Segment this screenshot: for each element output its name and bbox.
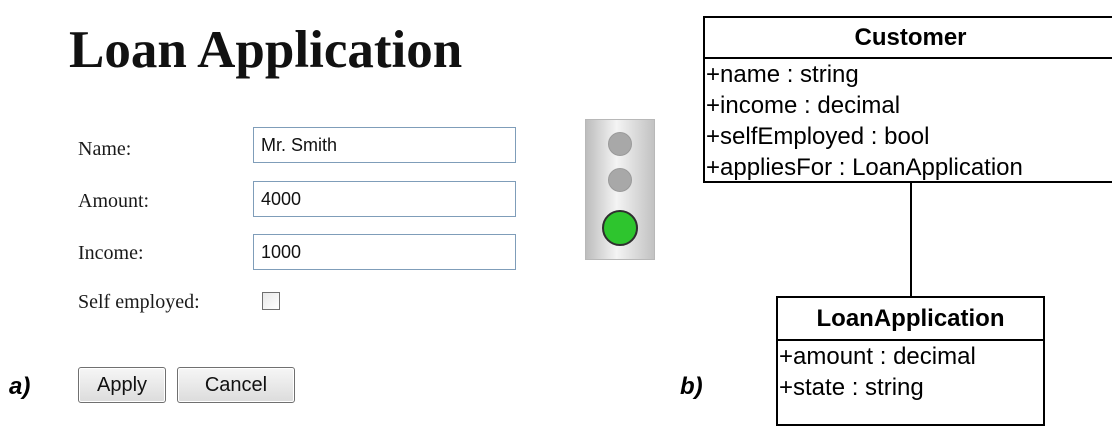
customer-attribute: +income : decimal <box>706 92 901 119</box>
self-employed-checkbox[interactable] <box>262 292 280 310</box>
customer-attribute: +appliesFor : LoanApplication <box>706 154 1023 181</box>
amount-label: Amount: <box>78 190 150 212</box>
income-field[interactable]: 1000 <box>253 234 516 270</box>
traffic-light <box>585 119 655 260</box>
panel-label-b: b) <box>680 373 703 400</box>
income-label: Income: <box>78 242 144 264</box>
loan-application-attribute: +state : string <box>779 374 924 401</box>
name-label: Name: <box>78 138 132 160</box>
traffic-light-bottom-lamp <box>602 210 638 246</box>
traffic-light-middle-lamp <box>608 168 632 192</box>
loan-application-class-box: LoanApplication +amount : decimal +state… <box>776 296 1045 426</box>
traffic-light-top-lamp <box>608 132 632 156</box>
loan-application-class-name: LoanApplication <box>778 298 1043 341</box>
customer-class-box: Customer +name : string +income : decima… <box>703 16 1112 183</box>
name-field[interactable]: Mr. Smith <box>253 127 516 163</box>
page-title: Loan Application <box>69 21 463 79</box>
amount-field[interactable]: 4000 <box>253 181 516 217</box>
customer-class-name: Customer <box>705 18 1112 59</box>
cancel-button[interactable]: Cancel <box>177 367 295 403</box>
customer-attribute: +name : string <box>706 61 859 88</box>
loan-application-attributes: +amount : decimal +state : string <box>778 341 1043 403</box>
association-line <box>910 181 912 297</box>
customer-attribute: +selfEmployed : bool <box>706 123 930 150</box>
loan-application-attribute: +amount : decimal <box>779 343 976 370</box>
customer-attributes: +name : string +income : decimal +selfEm… <box>705 59 1112 183</box>
panel-label-a: a) <box>9 373 31 400</box>
apply-button[interactable]: Apply <box>78 367 166 403</box>
self-employed-label: Self employed: <box>78 291 200 313</box>
